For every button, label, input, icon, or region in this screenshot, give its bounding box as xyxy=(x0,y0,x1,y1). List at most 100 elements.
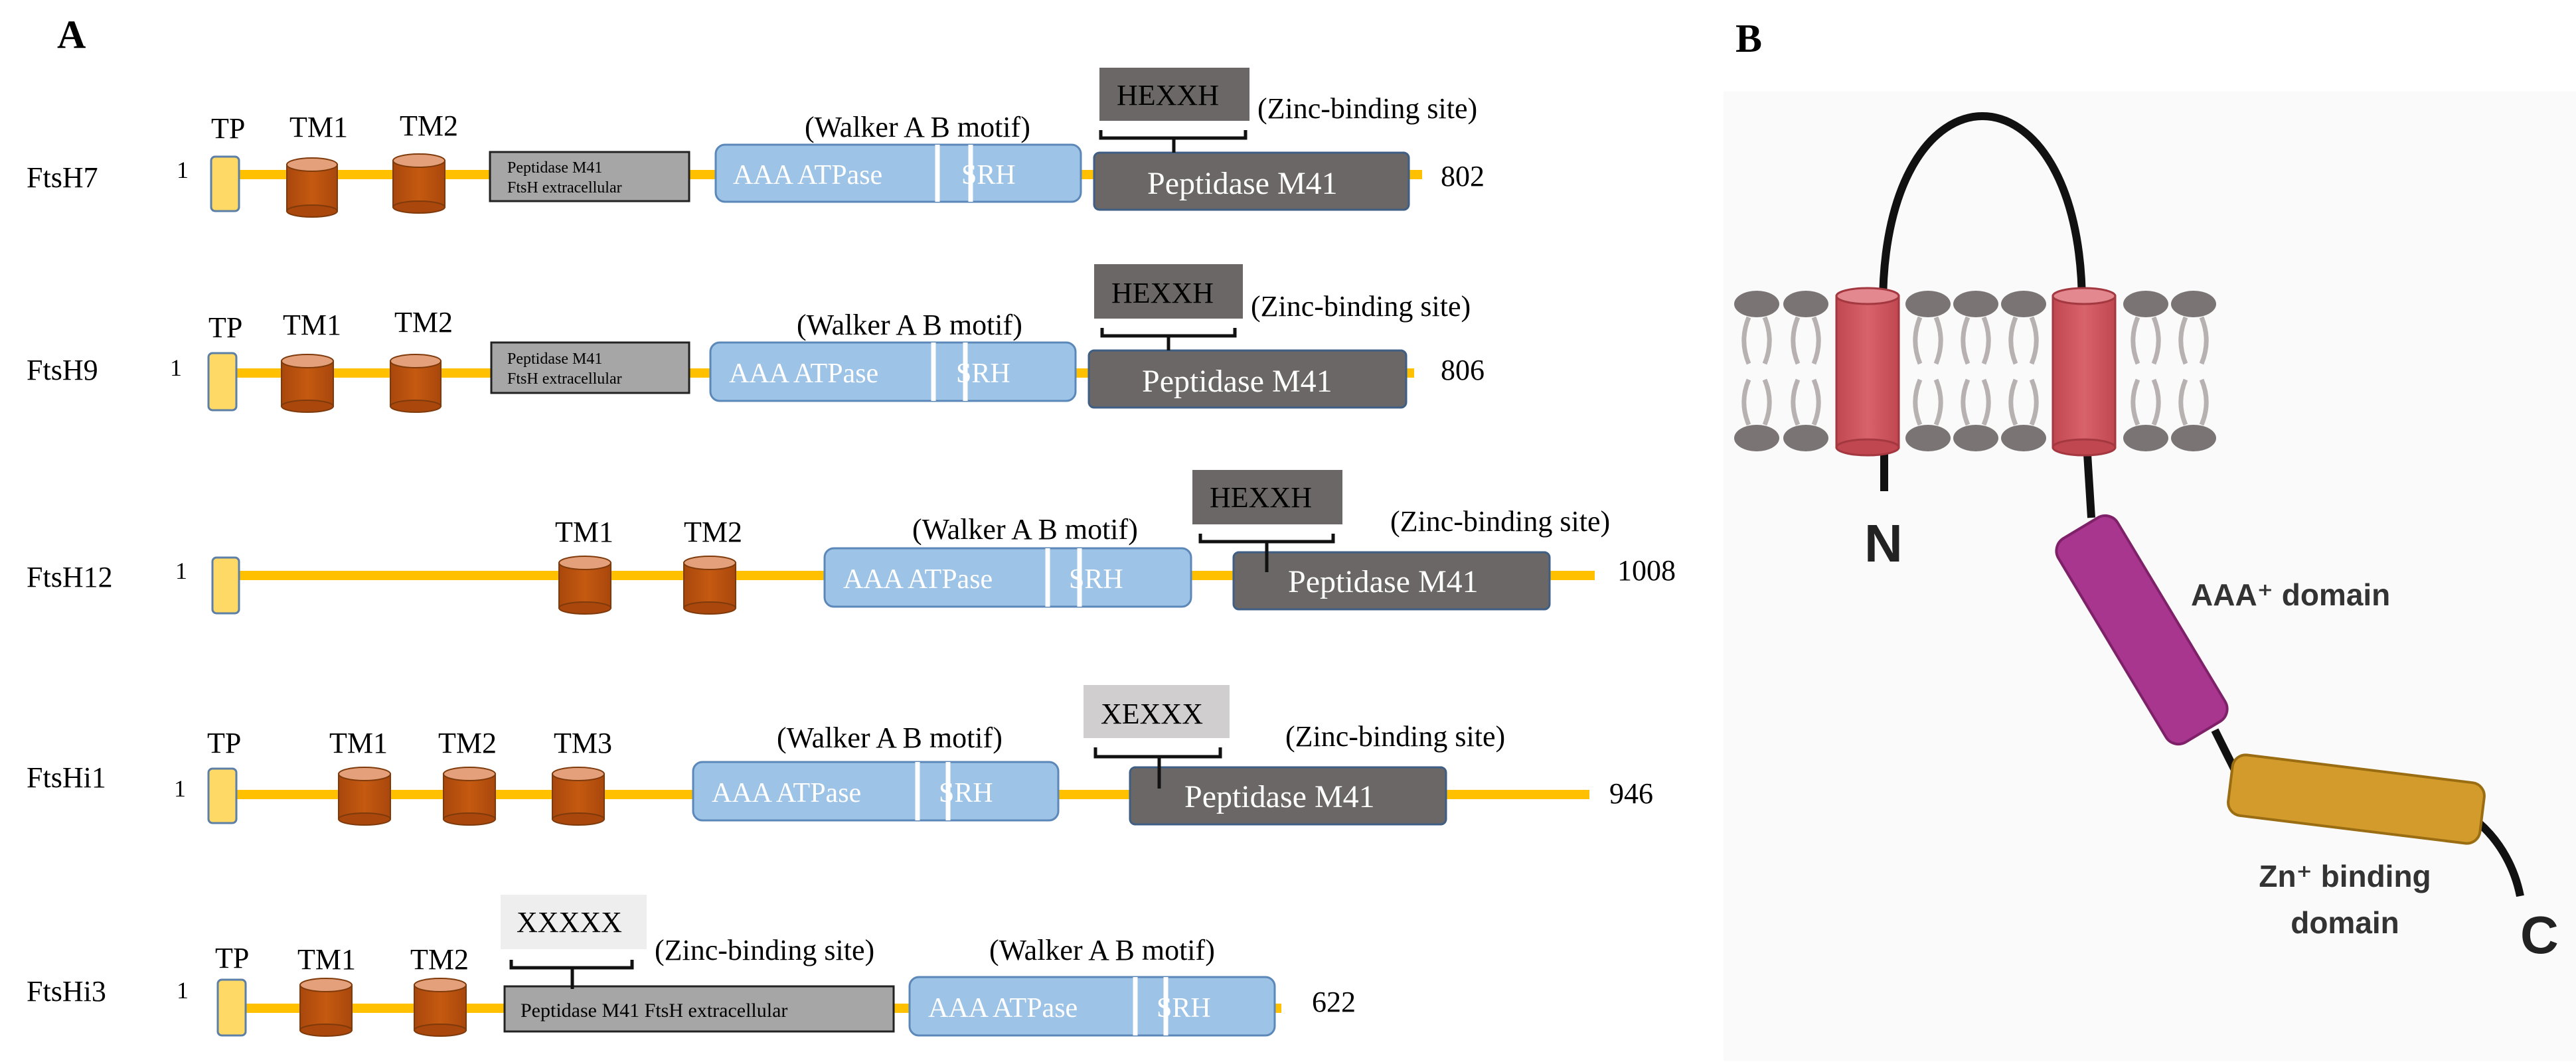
tm-helix-1 xyxy=(299,978,353,1037)
peptidase-m41-domain xyxy=(1087,349,1408,409)
extra-domain-line-1: Peptidase M41 xyxy=(507,159,602,177)
tp-label: TP xyxy=(211,112,245,145)
tm1-label: TM1 xyxy=(329,727,388,759)
end-residue: 802 xyxy=(1441,160,1485,192)
c-terminus-label: C xyxy=(2520,905,2559,964)
motif-box xyxy=(1099,68,1249,121)
protein-row-ftshi1: FtsHi1 1 TP TM1 TM2 TM3 (Walker A B moti… xyxy=(27,685,1653,826)
srh-label: SRH xyxy=(1069,564,1123,595)
lipid-head xyxy=(2171,425,2216,451)
start-residue: 1 xyxy=(174,775,186,802)
walker-motif-label: (Walker A B motif) xyxy=(777,722,1003,754)
lipid-bilayer xyxy=(1734,291,2216,451)
protein-name: FtsH12 xyxy=(27,561,113,593)
srh-label: SRH xyxy=(961,160,1016,190)
zinc-site-label: (Zinc-binding site) xyxy=(1285,720,1505,753)
walker-motif-label: (Walker A B motif) xyxy=(989,934,1215,966)
srh-label: SRH xyxy=(956,358,1010,389)
lipid-head xyxy=(2123,425,2168,451)
motif-bracket xyxy=(1093,747,1222,789)
motif-bracket xyxy=(509,960,634,989)
motif-label: HEXXH xyxy=(1117,79,1219,112)
motif-bracket xyxy=(1198,534,1335,572)
tm-helix-1 xyxy=(286,157,338,218)
lipid-tail xyxy=(1933,378,1943,426)
extracellular-domain xyxy=(503,985,895,1033)
aaa-atpase-label: AAA ATPase xyxy=(733,160,882,190)
motif-label: XEXXX xyxy=(1101,698,1203,730)
protein-row-ftshi3: FtsHi3 1 TP TM1 TM2 Peptidase M41 FtsH e… xyxy=(27,895,1356,1037)
motif-bracket xyxy=(1099,130,1248,153)
lipid-head xyxy=(2001,291,2046,317)
tm-helix-2 xyxy=(392,153,445,214)
zn-domain-label-line-1: Zn⁺ binding xyxy=(2259,859,2431,893)
aaa-atpase-label: AAA ATPase xyxy=(843,564,993,595)
lipid-tail xyxy=(2029,378,2039,426)
tm2-label: TM2 xyxy=(438,727,497,759)
aaa-atpase-domain xyxy=(709,341,1077,402)
motif-label: HEXXH xyxy=(1210,481,1312,514)
lipid-head xyxy=(2171,291,2216,317)
tm-helix-b-2 xyxy=(2052,287,2117,457)
lipid-tail xyxy=(1913,316,1923,365)
walker-motif-label: (Walker A B motif) xyxy=(797,309,1022,341)
tm-helix-1 xyxy=(558,556,611,615)
motif-box xyxy=(1192,470,1342,524)
start-residue: 1 xyxy=(175,558,187,584)
lipid-tail xyxy=(2008,316,2018,365)
lipid-tail xyxy=(1762,378,1772,426)
start-residue: 1 xyxy=(177,157,189,183)
start-residue: 1 xyxy=(177,977,189,1004)
protein-name: FtsH9 xyxy=(27,354,98,386)
lipid-tail xyxy=(1741,316,1751,365)
motif-box xyxy=(501,895,647,949)
aaa-atpase-domain xyxy=(823,547,1192,608)
aaa-domain-shape xyxy=(2055,514,2229,746)
tm-helix-3 xyxy=(552,767,605,826)
lipid-head xyxy=(1734,291,1779,317)
peptidase-label: Peptidase M41 xyxy=(1288,564,1479,599)
n-terminus-label: N xyxy=(1864,514,1903,573)
lipid-head xyxy=(2123,291,2168,317)
lipid-tail xyxy=(1981,378,1991,426)
tm-helix-1 xyxy=(338,767,391,826)
lipid-head xyxy=(1953,425,1998,451)
tm-helix-2 xyxy=(390,354,442,413)
membrane-illustration: N AAA⁺ domain Zn⁺ binding domain C xyxy=(1734,112,2559,964)
protein-name: FtsHi3 xyxy=(27,975,106,1008)
srh-label: SRH xyxy=(939,778,993,808)
lipid-head xyxy=(1783,291,1828,317)
lipid-head xyxy=(2001,425,2046,451)
end-residue: 1008 xyxy=(1617,554,1676,587)
tm1-label: TM1 xyxy=(297,943,356,976)
lipid-tail xyxy=(2131,378,2140,426)
start-residue: 1 xyxy=(170,354,182,381)
protein-row-ftsh7: FtsH7 1 TP TM1 TM2 Peptidase M41 FtsH ex… xyxy=(27,68,1485,218)
zinc-site-label: (Zinc-binding site) xyxy=(1390,505,1610,538)
zinc-site-label: (Zinc-binding site) xyxy=(655,934,874,966)
tm2-label: TM2 xyxy=(684,516,742,548)
motif-box xyxy=(1094,264,1243,319)
extra-domain-line-2: FtsH extracellular xyxy=(507,370,622,388)
transit-peptide xyxy=(207,352,238,412)
tp-label: TP xyxy=(208,311,242,344)
lipid-tail xyxy=(2178,316,2188,365)
lipid-tail xyxy=(2008,378,2018,426)
peptidase-label: Peptidase M41 xyxy=(1147,166,1338,201)
transit-peptide xyxy=(210,155,240,212)
transit-peptide xyxy=(207,767,238,824)
lipid-tail xyxy=(2178,378,2188,426)
srh-label: SRH xyxy=(1157,993,1211,1024)
aaa-atpase-label: AAA ATPase xyxy=(729,358,878,389)
lipid-tail xyxy=(2131,316,2140,365)
lipid-tail xyxy=(2199,378,2209,426)
protein-name: FtsH7 xyxy=(27,161,98,194)
aaa-atpase-domain xyxy=(908,976,1276,1037)
extra-domain-label: Peptidase M41 FtsH extracellular xyxy=(521,1000,787,1022)
peptidase-m41-domain xyxy=(1232,551,1551,611)
tp-label: TP xyxy=(207,727,241,759)
peptidase-label: Peptidase M41 xyxy=(1184,779,1375,814)
lipid-head xyxy=(1734,425,1779,451)
